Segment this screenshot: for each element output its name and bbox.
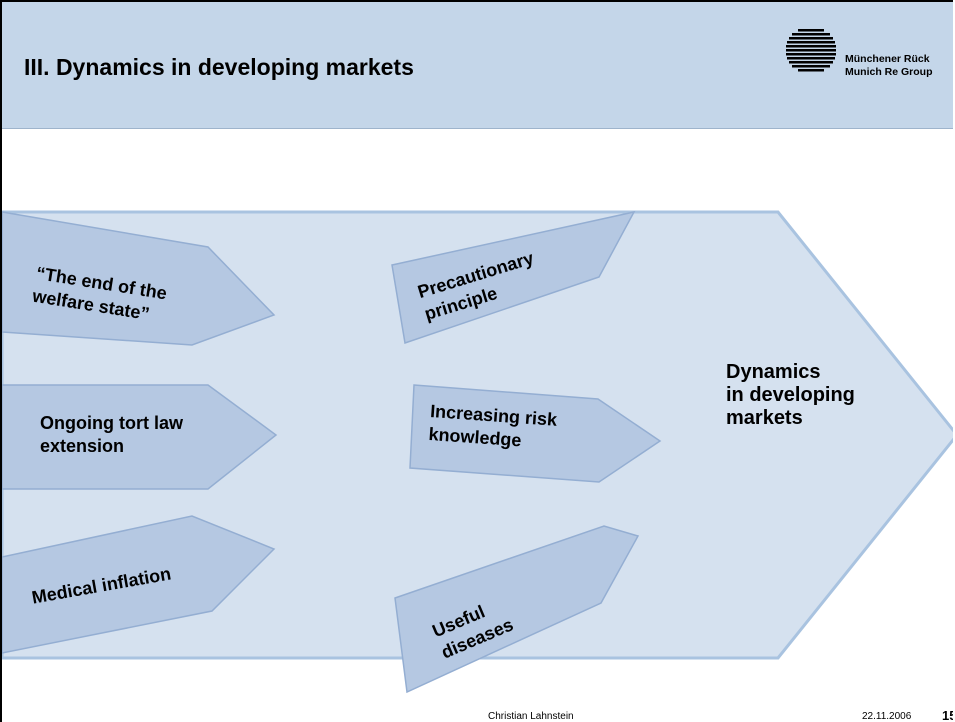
result-line-2: in developing [726,384,855,406]
footer-date: 22.11.2006 [862,711,912,722]
label-tort-line-1: Ongoing tort law [40,413,183,433]
arrow-medical-inflation [2,515,276,654]
munich-re-logo [784,29,838,80]
arrow-tort-law [2,384,278,490]
result-line-3: markets [726,407,803,429]
header-band: III. Dynamics in developing markets Münc… [2,2,953,129]
page-number: 15 [942,708,953,722]
logo-text: Münchener Rück Munich Re Group [845,53,933,79]
logo-line-2: Munich Re Group [845,66,933,78]
arrow-risk-knowledge [409,384,662,483]
slide-title: III. Dynamics in developing markets [24,54,414,80]
label-tort-line-2: extension [40,436,125,456]
arrow-useful-diseases [394,525,640,694]
result-line-1: Dynamics [726,361,821,383]
logo-line-1: Münchener Rück [845,53,930,65]
label-risk-knowledge: Increasing risk knowledge [428,400,558,455]
arrow-welfare-state [2,211,276,346]
arrow-precautionary [391,210,636,344]
result-label: Dynamics in developing markets [726,361,855,430]
footer-presenter: Christian Lahnstein [488,711,574,722]
label-tort-law: Ongoing tort law extension [40,412,183,458]
